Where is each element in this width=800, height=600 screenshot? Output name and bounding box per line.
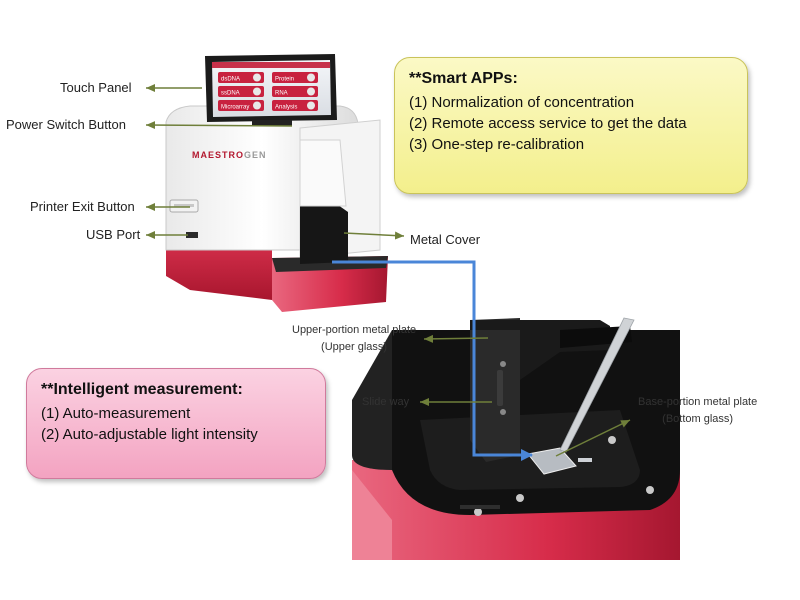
- label-base-plate-line2: (Bottom glass): [662, 413, 734, 425]
- screen-app-button-label: ssDNA: [221, 91, 240, 97]
- brand-logo: MAESTROGEN: [192, 150, 267, 160]
- intelligent-title: **Intelligent measurement:: [41, 381, 243, 398]
- label-usb-port: USB Port: [86, 227, 141, 242]
- label-upper-plate-line1: Upper-portion metal plate: [292, 324, 417, 336]
- smart-apps-callout: **Smart APPs: (1) Normalization of conce…: [394, 57, 748, 194]
- instrument-device: MAESTROGEN dsDNA Protein ssDNA RNA Microarra…: [165, 54, 388, 312]
- smart-apps-item: (2) Remote access service to get the dat…: [409, 115, 687, 132]
- screen-app-button-label: Analysis: [275, 105, 297, 111]
- pointer-metal-cover: [343, 231, 405, 240]
- screen-app-button: Analysis: [272, 100, 318, 111]
- smart-apps-item: (3) One-step re-calibration: [409, 136, 585, 153]
- pointer-arrows: [145, 84, 631, 457]
- label-power-switch: Power Switch Button: [6, 117, 126, 132]
- screen-app-button-label: Protein: [275, 77, 294, 83]
- pointer-base-plate: [555, 419, 631, 457]
- label-slide-way: Slide way: [362, 396, 410, 408]
- label-base-plate: Base-portion metal plate (Bottom glass): [638, 394, 757, 428]
- base-plate-glass: [527, 447, 577, 475]
- label-metal-cover: Metal Cover: [410, 232, 481, 247]
- usb-port-shape: [186, 232, 198, 238]
- pipette: [559, 317, 635, 453]
- upper-plate-holder: [470, 318, 520, 462]
- connector-arrow: [332, 260, 533, 461]
- screen-app-button-label: Microarray: [221, 105, 249, 111]
- smart-apps-item: (1) Normalization of concentration: [409, 94, 635, 111]
- device-red-base: [166, 240, 272, 300]
- label-printer-exit: Printer Exit Button: [30, 199, 135, 214]
- smart-apps-title: **Smart APPs:: [409, 70, 518, 87]
- screen-app-button: RNA: [272, 86, 318, 97]
- closeup-stage: [352, 317, 680, 560]
- pointer-power-switch: [145, 121, 293, 130]
- label-base-plate-line1: Base-portion metal plate: [638, 396, 758, 408]
- metal-cover-shape: [300, 205, 348, 264]
- intelligent-measurement-callout: **Intelligent measurement: (1) Auto-meas…: [26, 368, 326, 479]
- touch-panel-display: dsDNA Protein ssDNA RNA Microarray Analysis: [205, 54, 337, 126]
- label-touch-panel: Touch Panel: [60, 80, 132, 95]
- screen-app-button-label: RNA: [275, 91, 288, 97]
- intelligent-item: (2) Auto-adjustable light intensity: [41, 426, 258, 443]
- screen-app-button: ssDNA: [218, 86, 264, 97]
- screen-app-button: Protein: [272, 72, 318, 83]
- intelligent-item: (1) Auto-measurement: [41, 405, 191, 422]
- screen-app-button-label: dsDNA: [221, 77, 240, 83]
- screen-app-button: dsDNA: [218, 72, 264, 83]
- pointer-upper-plate: [423, 334, 489, 343]
- label-upper-plate-line2: (Upper glass): [321, 341, 388, 353]
- label-upper-plate: Upper-portion metal plate (Upper glass): [292, 322, 416, 356]
- screen-app-button: Microarray: [218, 100, 264, 111]
